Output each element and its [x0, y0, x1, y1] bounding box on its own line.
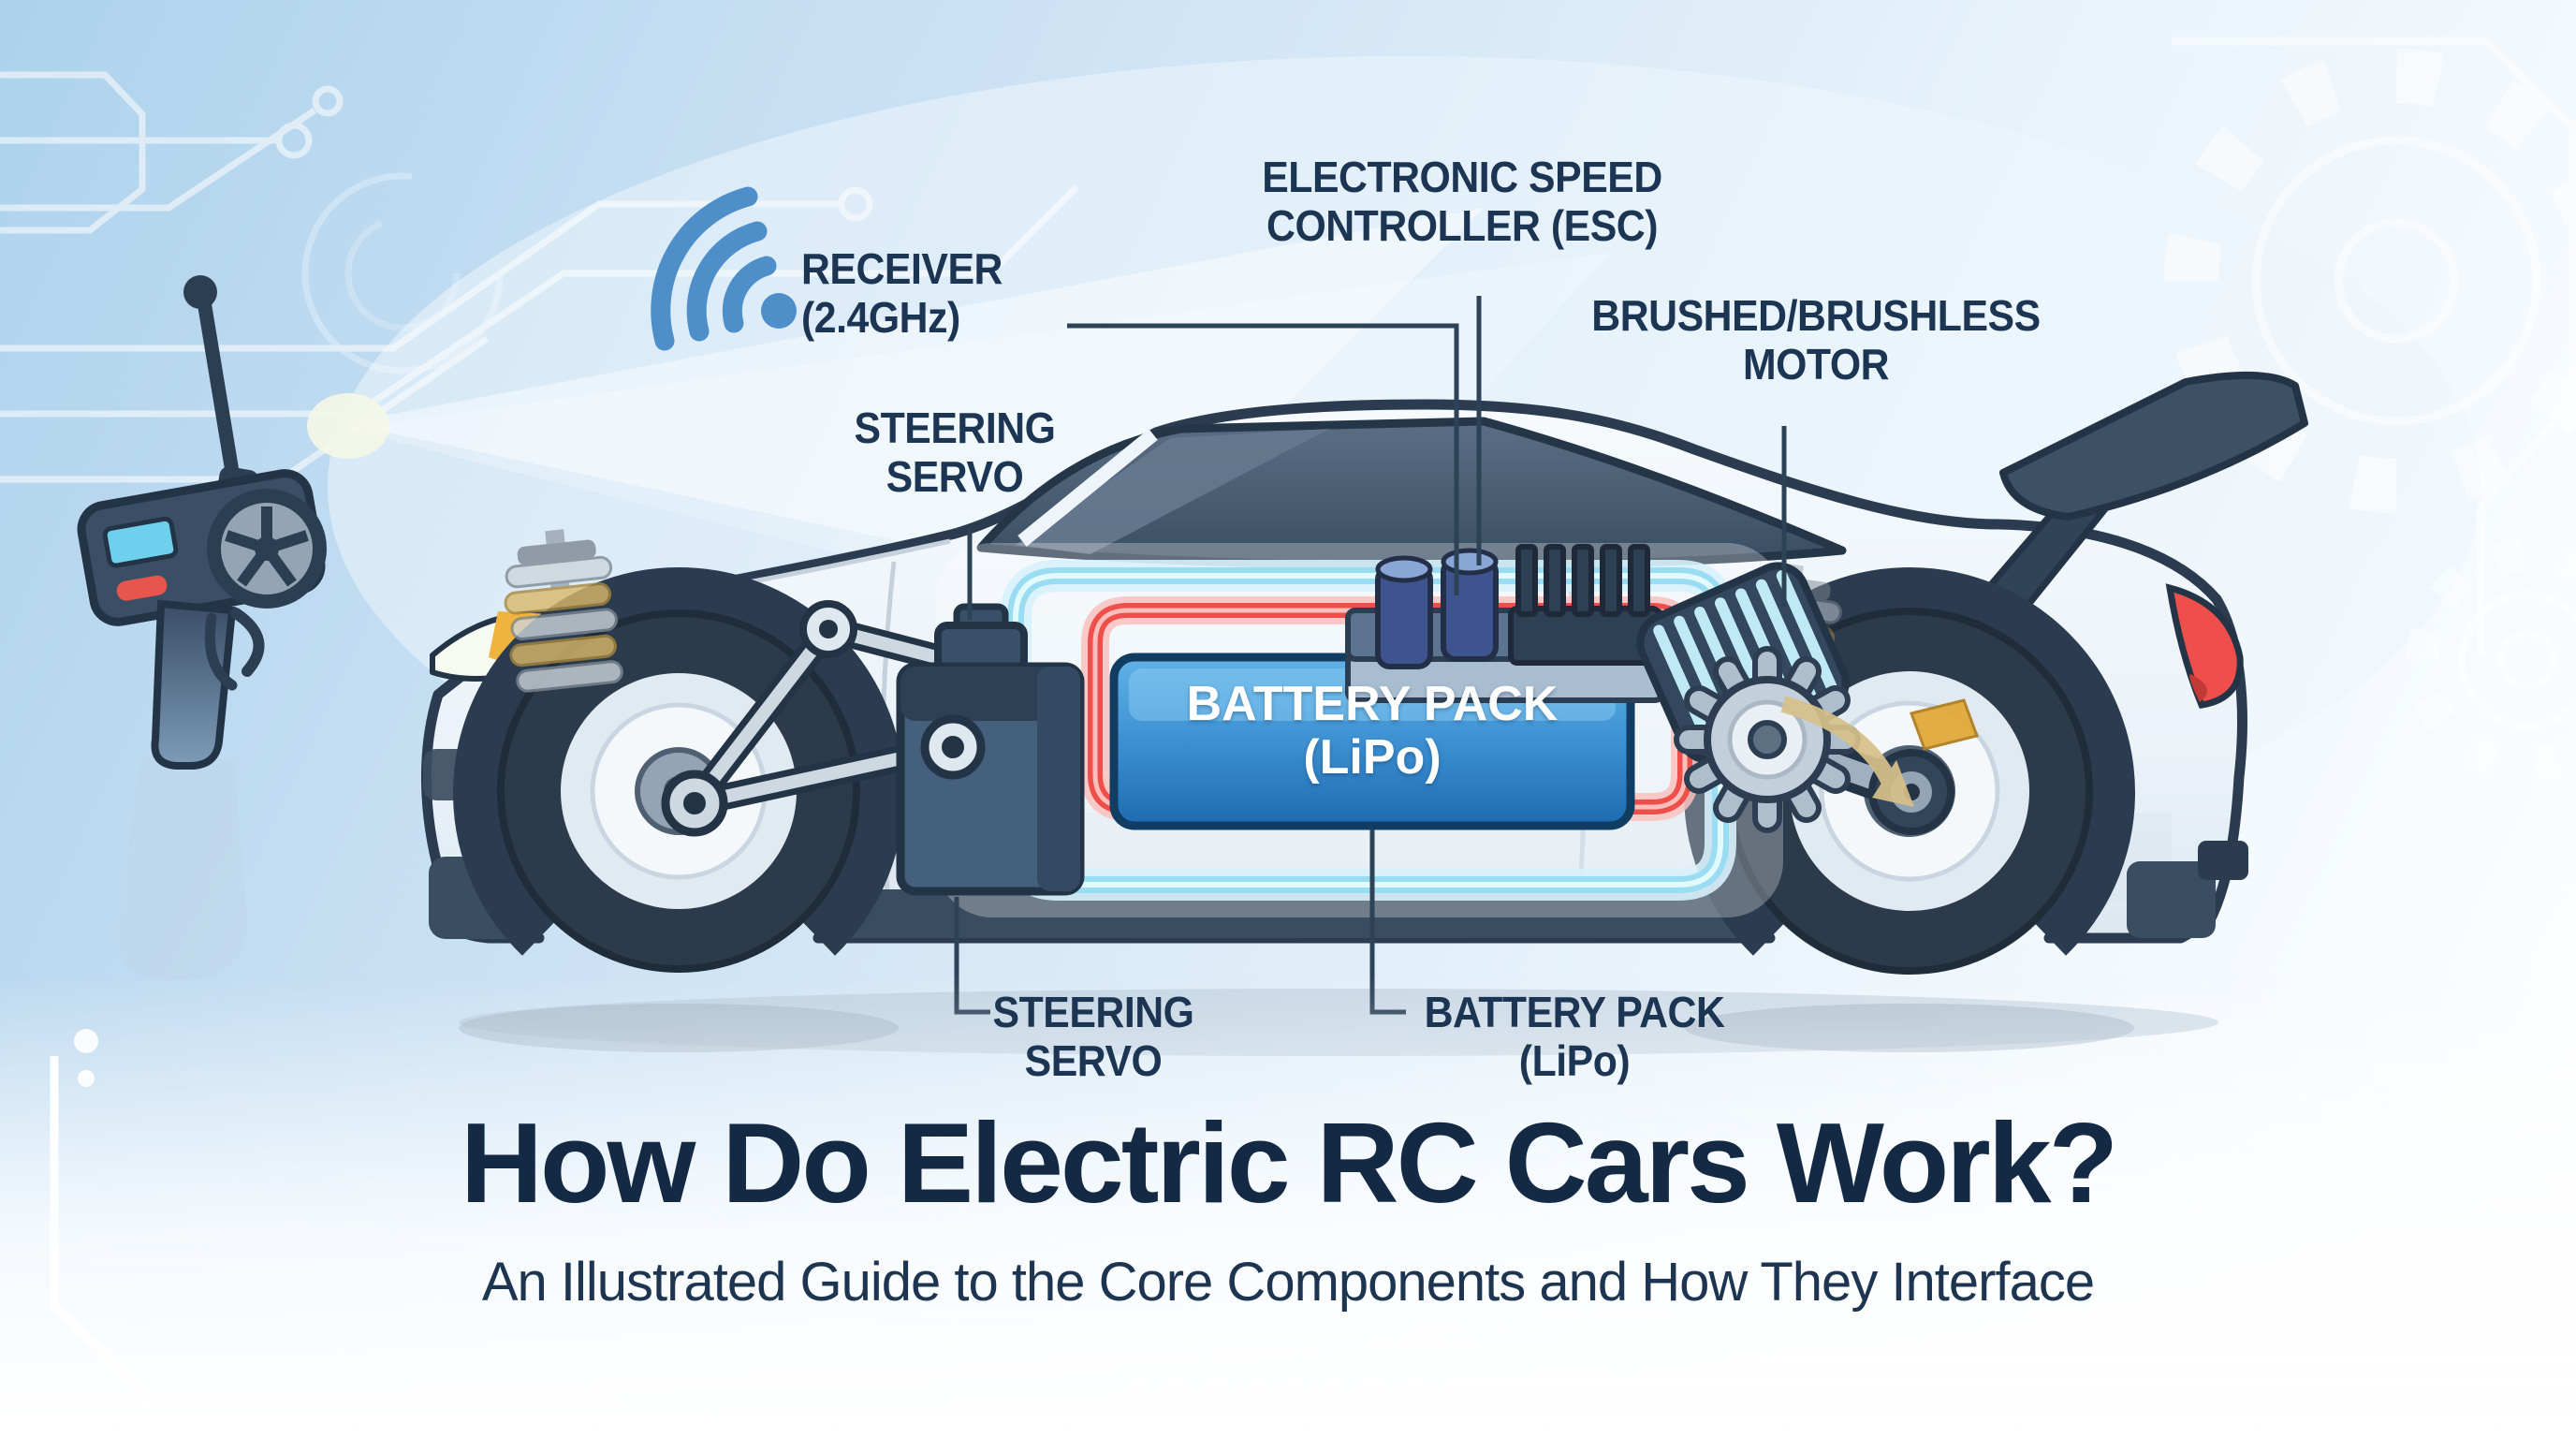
battery-pack-box-label: BATTERY PACK (LiPo) [1114, 677, 1631, 785]
label-steering-servo-top: STEERING SERVO [787, 404, 1121, 501]
label-steering-servo-bottom: STEERING SERVO [926, 988, 1260, 1085]
steering-servo [896, 603, 1085, 896]
transmitter-steering-wheel [207, 489, 327, 609]
label-battery-bottom-line1: BATTERY PACK [1424, 988, 1725, 1036]
label-steering-top-line2: SERVO [886, 451, 1024, 501]
label-esc: ELECTRONIC SPEED CONTROLLER (ESC) [1193, 153, 1733, 250]
label-motor: BRUSHED/BRUSHLESS MOTOR [1563, 291, 2068, 389]
pinion-gear [1674, 646, 1861, 833]
brushless-motor [1636, 562, 1954, 835]
label-receiver-line1: RECEIVER [801, 244, 1003, 293]
exhaust-tip [2198, 841, 2248, 880]
antenna-tip [183, 275, 217, 309]
a-pillar [1017, 429, 1158, 547]
label-battery-pack-bottom: BATTERY PACK (LiPo) [1407, 988, 1741, 1085]
label-battery-bottom-line2: (LiPo) [1518, 1035, 1631, 1085]
transmitter-trigger [230, 608, 265, 677]
esc-heatsink [1508, 544, 1661, 666]
tail-light-icon [2165, 583, 2244, 709]
label-steering-top-line1: STEERING [854, 404, 1056, 452]
wifi-signal-icon [651, 186, 797, 351]
front-suspension-spring [504, 529, 623, 693]
rear-bumper [2127, 861, 2216, 938]
drive-direction-arrow-icon [1780, 696, 1914, 807]
battery-box-line1: BATTERY PACK [1186, 677, 1559, 731]
glass-reflection [1016, 429, 1329, 554]
label-receiver-line2: (2.4GHz) [801, 292, 960, 342]
label-receiver: RECEIVER (2.4GHz) [801, 244, 1003, 342]
rc-car-illustration [420, 371, 2308, 975]
bottom-fade [0, 974, 2576, 1438]
rocker-panel [827, 889, 1773, 938]
rc-transmitter-icon [77, 275, 327, 980]
label-esc-line2: CONTROLLER (ESC) [1266, 200, 1658, 250]
label-esc-line1: ELECTRONIC SPEED [1262, 153, 1662, 201]
transmitter-grip [151, 599, 237, 770]
transmitter-button [116, 575, 168, 601]
transmitter-screen [102, 516, 179, 568]
label-motor-line1: BRUSHED/BRUSHLESS [1591, 291, 2041, 340]
label-steering-bottom-line1: STEERING [992, 988, 1194, 1036]
leader-receiver [1067, 323, 1459, 595]
esc-unit [1345, 544, 1665, 703]
antenna [197, 294, 243, 502]
page-title: How Do Electric RC Cars Work? [460, 1099, 2118, 1226]
rear-shock-mount [1910, 698, 1979, 751]
battery-box-line2: (LiPo) [1303, 730, 1442, 785]
label-steering-bottom-line2: SERVO [1024, 1035, 1163, 1085]
label-motor-line2: MOTOR [1742, 339, 1890, 389]
page-subtitle: An Illustrated Guide to the Core Compone… [481, 1252, 2095, 1313]
transmitter-ghost [118, 758, 248, 980]
